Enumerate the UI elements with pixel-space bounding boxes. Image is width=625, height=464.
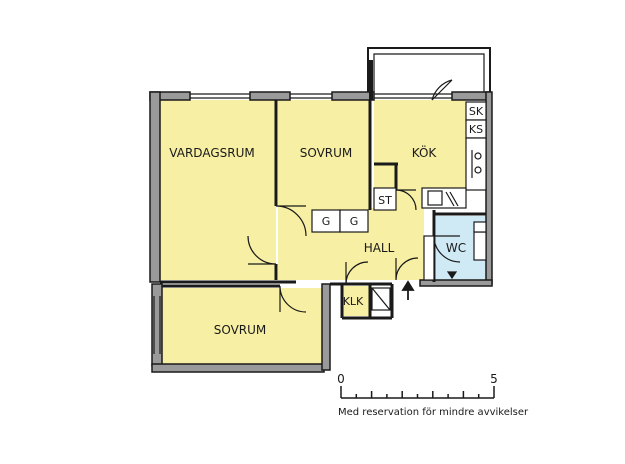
label-sovrum-1: SOVRUM <box>300 146 353 160</box>
balcony <box>367 47 491 96</box>
door-hall-left <box>247 235 277 265</box>
scale-bar <box>340 386 495 399</box>
wardrobe-g2 <box>339 209 369 233</box>
room-labels: VARDAGSRUM SOVRUM KÖK HALL WC SOVRUM <box>169 144 466 337</box>
label-ks: KS <box>469 123 483 136</box>
hall-wardrobes <box>311 209 435 281</box>
klk-detail <box>371 287 391 311</box>
door-vardagsrum <box>275 205 307 237</box>
scale-start-label: 0 <box>337 372 345 386</box>
windows <box>153 93 452 354</box>
door-klk <box>345 261 369 285</box>
label-klk: KLK <box>343 295 364 308</box>
label-g1: G <box>322 215 331 228</box>
exterior-walls <box>149 91 493 373</box>
hall-shelf <box>423 235 435 281</box>
scale-end-label: 5 <box>490 372 498 386</box>
door-sovrum-2 <box>279 285 307 313</box>
fixture-labels: SK KS ST G G KLK <box>322 105 484 308</box>
label-wc: WC <box>446 241 466 255</box>
vardagsrum-fill <box>160 100 276 280</box>
kitchen-balcony-wall <box>369 60 373 100</box>
up-arrow-icon <box>401 280 415 300</box>
doors <box>247 79 461 313</box>
door-kok-balcony <box>431 79 453 101</box>
kitchen-fixtures <box>373 101 487 211</box>
scale-note: Med reservation för mindre avvikelser <box>338 407 529 418</box>
label-sk: SK <box>469 105 484 118</box>
label-kok: KÖK <box>412 144 438 160</box>
sink <box>427 190 443 206</box>
counter-right <box>465 137 487 191</box>
klk-fill <box>342 286 370 316</box>
sovrum-2-fill <box>162 288 322 364</box>
sovrum-1-fill <box>278 100 370 208</box>
label-g2: G <box>350 215 359 228</box>
label-hall: HALL <box>364 241 395 255</box>
wc-drain <box>446 271 458 280</box>
label-st: ST <box>378 194 392 207</box>
wc-fixtures <box>446 221 487 280</box>
st-box <box>373 187 397 211</box>
label-vardagsrum: VARDAGSRUM <box>169 146 254 160</box>
door-kok-st <box>395 189 417 211</box>
wc-basin <box>473 231 487 261</box>
label-sovrum-2: SOVRUM <box>214 323 267 337</box>
door-entrance <box>395 257 419 281</box>
